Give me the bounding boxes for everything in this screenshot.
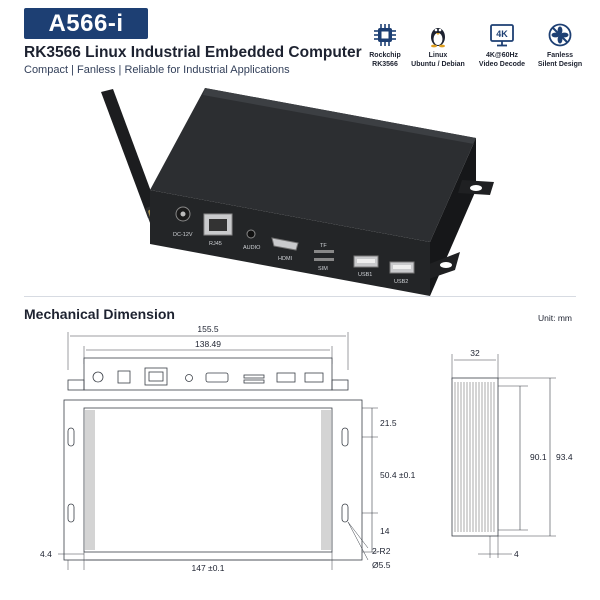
dim-side-depth: 32 [470, 348, 480, 358]
device-illustration: DC-12V RJ45 AUDIO HDMI TF SIM USB1 USB2 [101, 88, 494, 296]
dim-side-margin: 4 [514, 549, 519, 559]
port-rj45 [203, 213, 233, 236]
dim-inner-width: 138.49 [195, 339, 221, 349]
unit-label: Unit: mm [538, 313, 572, 323]
label-usb2: USB2 [394, 279, 408, 285]
feature-4k: 4K 4K@60Hz Video Decode [472, 22, 532, 69]
dim-side-height-inner: 90.1 [530, 452, 547, 462]
feature-linux: Linux Ubuntu / Debian [408, 22, 468, 69]
dim-side-height-outer: 93.4 [556, 452, 573, 462]
mechanical-drawing: 155.5 138.49 147 ±0.1 4.4 21.5 50.4 ±0.1… [40, 324, 573, 573]
4k-display-icon: 4K [490, 24, 514, 47]
dim-top-offset: 21.5 [380, 418, 397, 428]
dim-margin-left: 4.4 [40, 549, 52, 559]
label-usb1: USB1 [358, 272, 372, 278]
top-view [63, 399, 363, 561]
product-tagline: Compact | Fanless | Reliable for Industr… [24, 64, 290, 76]
linux-penguin-icon [431, 28, 445, 48]
dim-corner-radius: 2-R2 [372, 546, 391, 556]
4k-icon-text: 4K [496, 29, 508, 39]
label-dc: DC-12V [173, 232, 193, 238]
dim-overall-width: 155.5 [197, 324, 219, 334]
feature-rockchip: Rockchip RK3566 [355, 22, 415, 69]
model-badge: A566-i [24, 8, 148, 39]
no-fan-icon [548, 23, 572, 47]
port-dc [175, 206, 191, 222]
dim-bottom-offset: 14 [380, 526, 390, 536]
section-divider [24, 296, 576, 297]
label-hdmi: HDMI [278, 256, 293, 262]
dim-hole-spacing: 50.4 ±0.1 [380, 470, 416, 480]
dim-body-length: 147 ±0.1 [191, 563, 224, 573]
front-view [83, 357, 333, 391]
product-title: RK3566 Linux Industrial Embedded Compute… [24, 44, 362, 61]
port-audio [246, 229, 256, 239]
mechanical-heading: Mechanical Dimension [24, 306, 175, 322]
port-usb2 [389, 261, 415, 274]
device-right-side [430, 138, 476, 296]
dim-hole-diameter: Ø5.5 [372, 560, 391, 570]
port-hdmi [271, 237, 299, 251]
label-rj45: RJ45 [209, 241, 222, 247]
chip-icon [374, 24, 396, 46]
port-tf-sim [314, 250, 334, 261]
label-audio: AUDIO [243, 245, 261, 251]
side-view [451, 377, 499, 537]
label-sim: SIM [318, 266, 328, 272]
label-tf: TF [320, 243, 327, 249]
feature-fanless: Fanless Silent Design [530, 22, 590, 69]
port-usb1 [353, 255, 379, 268]
